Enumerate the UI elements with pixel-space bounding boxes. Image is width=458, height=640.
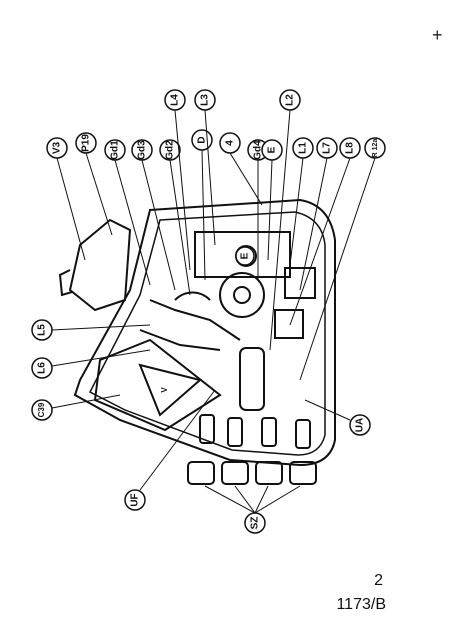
label-L8: L8 — [345, 142, 356, 154]
socket-1 — [187, 461, 215, 485]
motor-block — [68, 218, 132, 312]
label-L3: L3 — [200, 94, 211, 106]
label-Gd3: Gd3 — [137, 140, 148, 160]
page-number: 2 — [374, 572, 383, 589]
label-Gd1: Gd1 — [110, 140, 121, 160]
label-UF: UF — [130, 493, 141, 506]
socket-4 — [289, 461, 317, 485]
label-R12a: R 12a — [372, 139, 379, 158]
socket-2 — [221, 461, 249, 485]
label-P19: P19 — [81, 134, 92, 152]
label-Gd4: Gd4 — [253, 140, 264, 160]
label-UA: UA — [355, 418, 366, 432]
label-L1: L1 — [298, 142, 309, 154]
registration-mark: + — [432, 25, 443, 45]
label-L6: L6 — [37, 362, 48, 374]
label-4: 4 — [225, 140, 236, 146]
label-SZ: SZ — [250, 517, 261, 530]
socket-3 — [255, 461, 283, 485]
valve-socket — [219, 272, 265, 318]
label-D: D — [197, 136, 208, 143]
chassis-inner — [88, 211, 326, 456]
label-C39: C39 — [37, 402, 46, 417]
label-E-inner: E — [240, 252, 251, 259]
coil-tube — [239, 347, 265, 411]
document-reference: 1173/B — [336, 596, 386, 613]
label-L2: L2 — [285, 94, 296, 106]
label-triangle: V — [160, 387, 169, 393]
label-L7: L7 — [322, 142, 333, 154]
label-L4: L4 — [170, 94, 181, 106]
triangle-plate — [138, 363, 203, 417]
label-V3: V3 — [52, 141, 63, 154]
mounting-plate — [93, 338, 222, 432]
label-L5: L5 — [37, 324, 48, 336]
label-E-top: E — [267, 146, 278, 153]
label-Gd2: Gd2 — [165, 140, 176, 160]
